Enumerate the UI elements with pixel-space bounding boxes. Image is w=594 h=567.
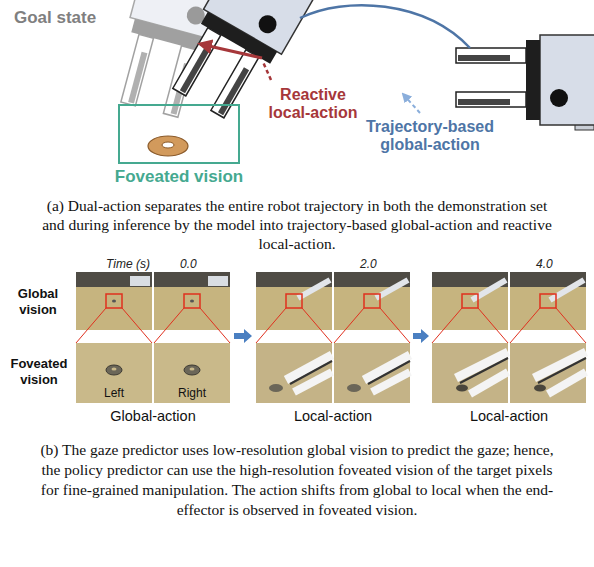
time-tick: 2.0	[360, 257, 377, 271]
zoom-leader	[256, 308, 286, 343]
view-label: Right	[172, 386, 212, 400]
foveated-view-images	[510, 343, 586, 403]
local-action-arrow	[200, 44, 271, 80]
gaze-box	[106, 294, 122, 308]
zoom-leader	[76, 308, 586, 343]
global-view-images	[154, 272, 230, 330]
zoom-leader	[76, 308, 106, 343]
subfigure-caption: (b) The gaze predictor uses low-resoluti…	[37, 440, 557, 520]
row-label: Foveated vision	[4, 356, 74, 387]
gaze-box	[540, 294, 556, 308]
gaze-box	[184, 294, 200, 308]
start-gripper	[456, 35, 594, 130]
foveated-view-images	[76, 343, 586, 403]
zoom-leader	[154, 308, 184, 343]
foveated-view-images	[269, 384, 283, 392]
time-tick: 0.0	[180, 257, 197, 271]
washer	[148, 136, 188, 156]
phase-label: Local-action	[258, 408, 408, 425]
zoom-leader	[510, 308, 540, 343]
label-patch: Right	[176, 386, 208, 400]
global-view-images	[112, 300, 116, 303]
phase-label: Global-action	[78, 408, 228, 425]
foveated-view-images	[456, 385, 468, 392]
view-label: Left	[94, 386, 134, 400]
foveated-view-images	[534, 385, 546, 392]
local-action-arrow	[200, 44, 262, 58]
washer	[162, 142, 174, 148]
foveated-view-images	[76, 343, 152, 403]
gaze-box	[462, 294, 478, 308]
time-tick: 4.0	[536, 257, 553, 271]
foveated-view-images	[190, 368, 195, 371]
zoom-leader	[380, 308, 410, 343]
gaze-box	[286, 294, 302, 308]
action-label: Reactive local-action	[257, 86, 369, 123]
gaze-box	[364, 294, 380, 308]
time-arrow	[413, 329, 429, 343]
time-arrow	[234, 329, 429, 343]
foveated-view-images	[184, 365, 200, 375]
foveated-view-images	[154, 343, 230, 403]
action-label: Trajectory-based global-action	[352, 118, 508, 155]
foveated-view-images	[372, 372, 410, 392]
foveated-view-images	[256, 343, 332, 403]
global-view-images	[334, 272, 410, 330]
time-arrow	[234, 329, 252, 343]
zoom-leader	[200, 308, 230, 343]
phase-label: Local-action	[434, 408, 584, 425]
global-view-images	[208, 276, 228, 286]
axis-title: Time (s)	[106, 257, 150, 271]
global-view-images	[154, 272, 230, 287]
global-view-images	[256, 272, 332, 330]
global-view-images	[76, 272, 586, 330]
zoom-leader	[122, 308, 152, 343]
zoom-leader	[334, 308, 364, 343]
zoom-leader	[478, 308, 508, 343]
global-view-images	[432, 272, 508, 330]
global-view-images	[76, 272, 152, 287]
global-trajectory	[403, 94, 420, 113]
global-view-images	[510, 272, 586, 330]
local-action-arrow	[263, 62, 271, 80]
row-label: Global vision	[4, 286, 72, 317]
start-gripper	[456, 35, 594, 125]
foveated-view-images	[112, 368, 117, 371]
region-heading: Foveated vision	[115, 167, 243, 187]
foveated-view-images	[334, 343, 410, 403]
global-trajectory	[300, 5, 470, 48]
foveated-view-images	[432, 343, 508, 403]
zoom-leader	[302, 308, 332, 343]
washer	[148, 136, 188, 156]
gaze-box	[106, 294, 556, 308]
zoom-leader	[556, 308, 586, 343]
global-view-images	[190, 300, 194, 303]
foveated-view-images	[347, 384, 361, 392]
foveated-view-images	[294, 372, 332, 392]
subfigure-caption: (a) Dual-action separates the entire rob…	[37, 196, 557, 253]
global-view-images	[298, 280, 330, 298]
global-view-images	[376, 280, 408, 298]
global-view-images	[76, 272, 152, 330]
foveated-view-images	[106, 365, 122, 375]
goal-label: Goal state	[14, 8, 96, 28]
foveated-region: Foveated vision	[118, 104, 240, 164]
global-view-images	[550, 280, 584, 300]
foveated-view-images	[470, 372, 508, 394]
label-patch: Left	[102, 386, 126, 400]
global-view-images	[472, 280, 506, 300]
global-view-images	[130, 276, 150, 286]
foveated-view-images	[548, 372, 586, 394]
zoom-leader	[432, 308, 462, 343]
